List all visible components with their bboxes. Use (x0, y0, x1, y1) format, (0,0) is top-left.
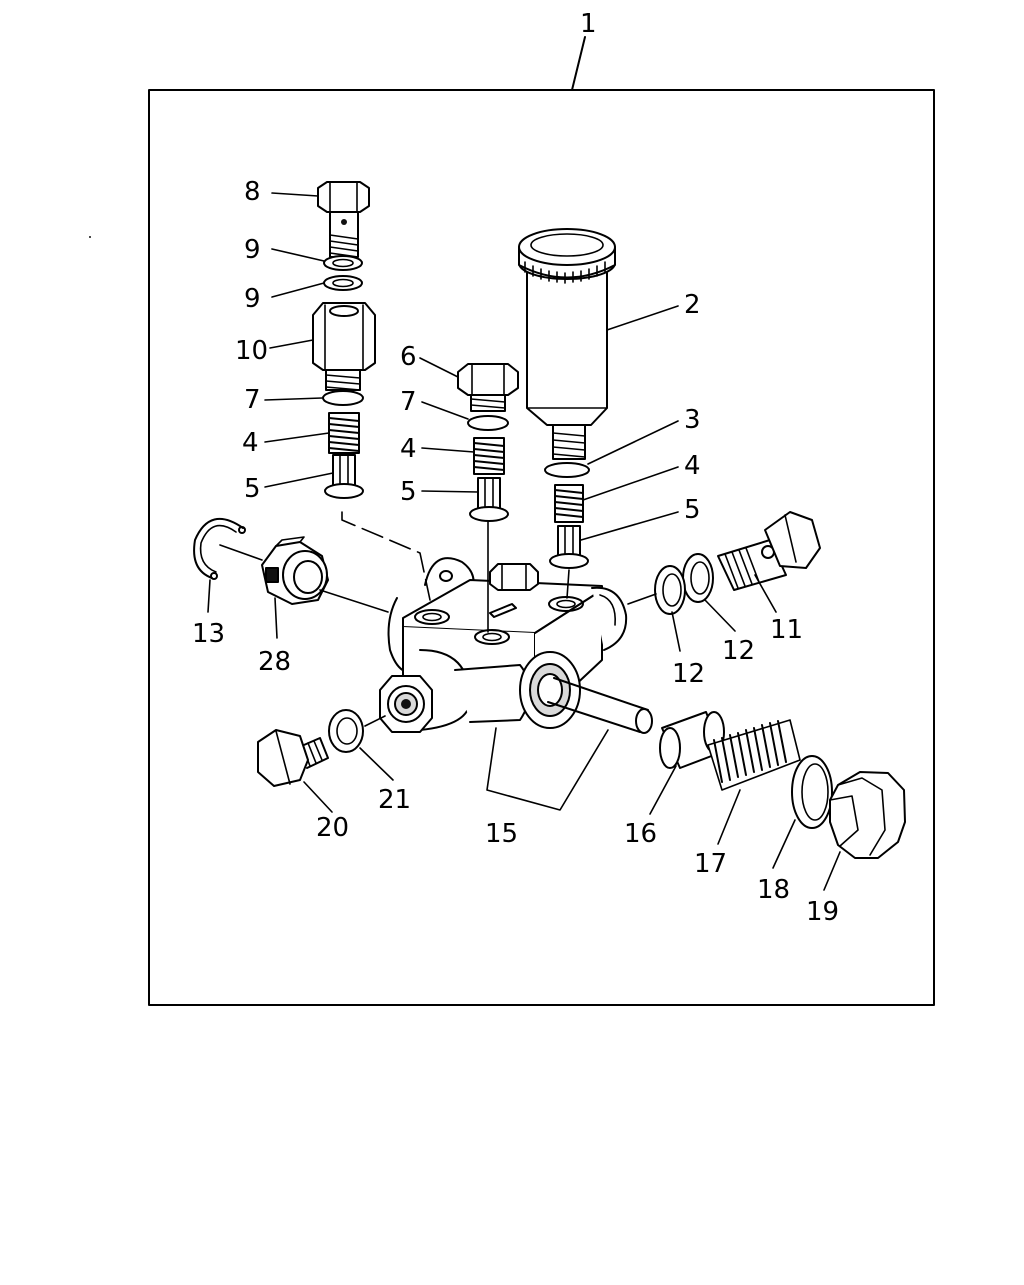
label-4-right: 4 (684, 451, 701, 481)
part-17-spring (707, 719, 801, 791)
label-7-left: 7 (244, 385, 261, 415)
part-12-washer-right (682, 553, 714, 603)
label-9-lower: 9 (244, 284, 261, 314)
part-9-washer-upper (323, 255, 363, 271)
label-17: 17 (694, 849, 727, 879)
part-7-o-ring-middle (467, 415, 509, 431)
label-5-left: 5 (244, 474, 261, 504)
part-5-valve-right (549, 525, 589, 569)
label-12-right: 12 (722, 636, 755, 666)
label-28: 28 (258, 647, 291, 677)
label-11: 11 (770, 615, 803, 645)
part-5-valve-left (324, 454, 364, 499)
part-7-o-ring-left (322, 390, 364, 406)
label-16: 16 (624, 819, 657, 849)
label-4-middle: 4 (400, 434, 417, 464)
part-13-snap-ring (193, 518, 246, 580)
stray-mark (89, 236, 91, 238)
label-15: 15 (485, 819, 518, 849)
label-13: 13 (192, 619, 225, 649)
part-6-plug (457, 363, 519, 412)
part-4-spring-middle (473, 437, 505, 475)
part-3-o-ring (544, 462, 590, 478)
part-9-washer-lower (323, 275, 363, 291)
label-10: 10 (235, 336, 268, 366)
part-11-banjo-bolt-right (717, 511, 821, 591)
part-20-plug (257, 729, 329, 787)
part-4-spring-right (554, 484, 584, 523)
label-6: 6 (400, 342, 417, 372)
label-21: 21 (378, 785, 411, 815)
label-3: 3 (684, 405, 701, 435)
part-19-cap-nut (829, 771, 906, 859)
part-21-washer (328, 709, 364, 753)
leader-lines (207, 192, 841, 891)
part-15-pump-body (379, 557, 628, 733)
part-labels: 1 2 3 4 4 4 5 5 5 6 7 7 8 9 9 10 11 12 1… (192, 9, 839, 927)
label-20: 20 (316, 813, 349, 843)
label-19: 19 (806, 897, 839, 927)
part-12-washer-left (654, 565, 686, 615)
part-8-banjo-bolt (317, 181, 370, 258)
part-5-valve-middle (469, 477, 509, 522)
label-5-middle: 5 (400, 477, 417, 507)
label-18: 18 (757, 875, 790, 905)
label-2: 2 (684, 290, 701, 320)
part-10-adaptor (312, 302, 376, 391)
label-5-right: 5 (684, 495, 701, 525)
label-7-middle: 7 (400, 387, 417, 417)
leader-1 (571, 36, 586, 91)
part-18-washer (791, 755, 833, 829)
part-2-priming-pump (518, 228, 616, 460)
label-8: 8 (244, 177, 261, 207)
label-9-upper: 9 (244, 235, 261, 265)
label-1: 1 (580, 9, 597, 39)
part-4-spring-left (328, 412, 360, 454)
label-12-left: 12 (672, 659, 705, 689)
part-28-nut (261, 536, 329, 605)
diagram-frame (148, 89, 935, 1006)
label-4-left: 4 (242, 428, 259, 458)
part-15-rod (547, 677, 653, 734)
